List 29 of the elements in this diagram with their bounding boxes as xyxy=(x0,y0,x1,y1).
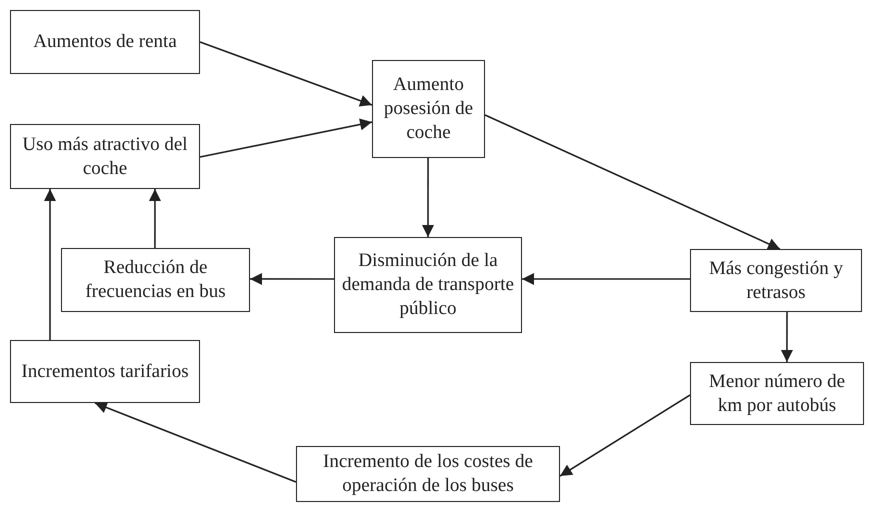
arrow xyxy=(780,312,793,362)
arrow xyxy=(200,118,372,158)
arrow xyxy=(94,402,296,483)
node-label: Aumentos de renta xyxy=(33,30,177,54)
node-label: Incremento de los costes de operación de los buses xyxy=(322,450,534,498)
process-box xyxy=(690,362,864,425)
node-label: Uso más atractivo del coche xyxy=(21,132,189,180)
node-label: Más congestión y retrasos xyxy=(708,256,844,304)
arrow xyxy=(422,158,434,237)
process-box xyxy=(61,248,250,312)
process-box xyxy=(10,124,200,189)
process-box xyxy=(690,249,862,312)
node-label: Incrementos tarifarios xyxy=(21,360,189,384)
process-box xyxy=(10,340,200,403)
arrow xyxy=(522,273,690,285)
arrow xyxy=(484,114,780,250)
arrow xyxy=(560,394,690,477)
arrow xyxy=(148,189,161,248)
process-box xyxy=(334,237,522,333)
arrow xyxy=(250,272,334,285)
process-box xyxy=(10,10,200,74)
node-label: Aumento posesión de coche xyxy=(382,73,474,145)
process-box xyxy=(372,60,485,158)
arrow xyxy=(44,189,56,340)
node-label: Reducción de frecuencias en bus xyxy=(84,256,227,304)
node-label: Menor número de km por autobús xyxy=(708,370,846,418)
process-box xyxy=(296,446,560,502)
node-label: Disminución de la demanda de transporte público xyxy=(341,249,515,321)
arrow xyxy=(200,41,372,106)
